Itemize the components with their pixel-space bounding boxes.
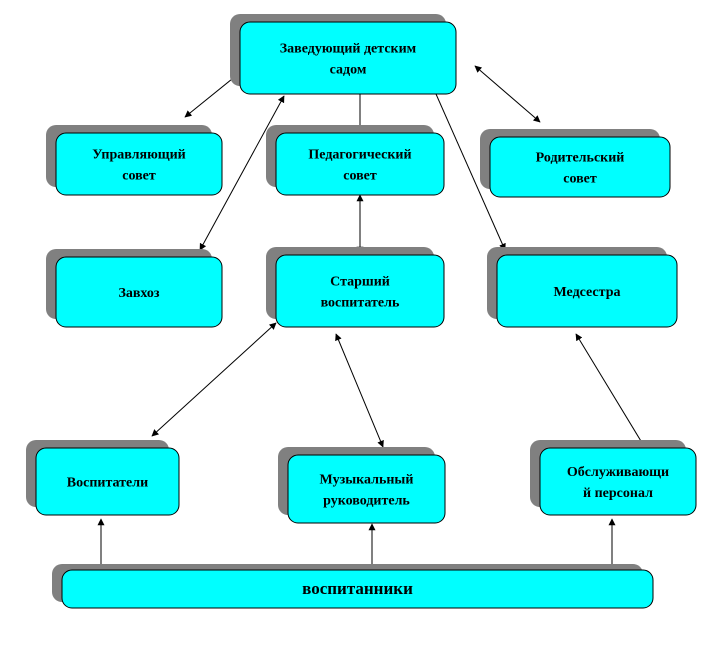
node-head-label-0: Заведующий детским: [280, 42, 417, 57]
node-pupils-box: [61, 569, 654, 609]
connection-head-parents: [474, 65, 541, 123]
node-senior: Старший воспитатель: [266, 247, 445, 328]
node-teachers: Воспитатели: [26, 440, 180, 516]
node-music: Музыкальный руководитель: [278, 447, 446, 524]
node-council-label-1: совет: [122, 169, 156, 184]
connection-senior-music: [335, 333, 384, 448]
node-parents: Родительский совет: [480, 129, 671, 198]
connection-head-nurse: [431, 84, 506, 251]
connection-head-supply: [199, 95, 285, 251]
node-head-box: [239, 21, 457, 95]
connections-layer: [97, 57, 648, 573]
node-council-label-0: Управляющий: [92, 148, 185, 163]
node-head-label-1: садом: [330, 63, 367, 78]
node-senior-label-1: воспитатель: [321, 296, 400, 311]
node-music-label-0: Музыкальный: [320, 473, 414, 488]
node-music-box: [287, 454, 446, 524]
node-parents-box: [489, 136, 671, 198]
node-teachers-box: [35, 447, 180, 516]
node-head: Заведующий детским садом: [230, 14, 457, 95]
node-council-box: [55, 132, 223, 196]
node-nurse-label-0: Медсестра: [554, 285, 621, 300]
node-pupils: воспитанники: [52, 564, 654, 609]
node-pedagogical-label-0: Педагогический: [308, 148, 411, 163]
node-service-label-1: й персонал: [583, 486, 653, 501]
node-pedagogical: Педагогический совет: [266, 125, 445, 196]
node-teachers-label-0: Воспитатели: [67, 476, 148, 491]
node-pupils-label-0: воспитанники: [302, 579, 413, 598]
node-senior-box: [275, 254, 445, 328]
node-supply-label-0: Завхоз: [118, 286, 159, 301]
node-senior-label-0: Старший: [330, 275, 390, 290]
node-supply-box: [55, 256, 223, 328]
node-pedagogical-label-1: совет: [343, 169, 377, 184]
node-music-label-1: руководитель: [323, 494, 410, 509]
node-service-box: [539, 447, 697, 516]
node-parents-label-1: совет: [563, 172, 597, 187]
nodes-layer: Заведующий детскимсадомУправляющийсоветП…: [26, 14, 697, 609]
node-service: Обслуживающи й персонал: [530, 440, 697, 516]
node-council: Управляющий совет: [46, 125, 223, 196]
node-pedagogical-box: [275, 132, 445, 196]
node-nurse-box: [496, 254, 678, 328]
node-nurse: Медсестра: [487, 247, 678, 328]
node-supply: Завхоз: [46, 249, 223, 328]
connection-nurse-service: [575, 333, 648, 452]
node-service-label-0: Обслуживающи: [567, 465, 669, 480]
connection-senior-teachers: [151, 322, 277, 437]
node-parents-label-0: Родительский: [536, 151, 625, 166]
